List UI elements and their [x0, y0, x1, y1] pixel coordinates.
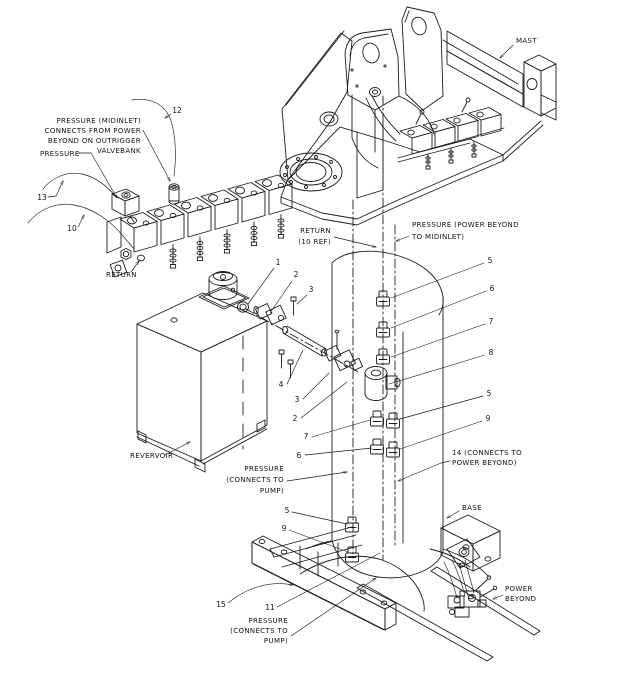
callout-8: 8	[489, 348, 494, 357]
label-power-beyond-2: BEYOND	[505, 595, 536, 603]
filler-cap	[198, 271, 250, 310]
callout-11: 11	[265, 603, 275, 612]
label-item14-1: 14 (CONNECTS TO	[452, 449, 522, 457]
callout-3b: 3	[295, 395, 300, 404]
mast-assembly	[279, 6, 557, 226]
label-pressure-pump-upper-2: (CONNECTS TO	[226, 476, 284, 484]
hose-13	[42, 172, 117, 198]
outrigger-beam-rear	[430, 566, 541, 636]
mast-return-port	[365, 87, 401, 142]
callout-4: 4	[279, 380, 284, 389]
label-return-ref-2: (10 REF)	[298, 238, 331, 246]
callout-1: 1	[276, 258, 281, 267]
label-base: BASE	[462, 504, 482, 512]
tank-port-ring	[237, 301, 249, 313]
fitting-stack	[345, 290, 401, 563]
label-pressure-pump-upper-3: PUMP)	[260, 487, 284, 495]
label-pressure-pump-lower-2: (CONNECTS TO	[230, 627, 288, 635]
label-valvebank-return: RETURN	[106, 271, 137, 279]
mast-side-plate	[281, 30, 353, 181]
callout-5c: 5	[285, 506, 290, 515]
callout-9b: 9	[282, 524, 287, 533]
label-pressure-pump-lower-3: PUMP)	[264, 637, 288, 645]
mast-gussets	[351, 94, 384, 199]
label-pressure-pb-1: PRESSURE (POWER BEYOND	[412, 221, 519, 229]
callout-9a: 9	[486, 414, 491, 423]
mast-base-plate	[280, 120, 544, 226]
base-right-block	[440, 514, 501, 572]
label-pressure-midinlet-3: BEYOND ON OUTRIGGER	[48, 137, 141, 145]
callout-7a: 7	[489, 317, 494, 326]
callout-6b: 6	[297, 451, 302, 460]
leader-lines	[47, 44, 514, 637]
label-item14-2: POWER BEYOND)	[452, 459, 517, 467]
main-valvebank	[106, 174, 293, 278]
callout-5b: 5	[487, 389, 492, 398]
callout-numbers: 1 2 3 4 3 2 7 6 5 6 7 8 5 9 5 9 10 11 12…	[37, 106, 494, 612]
callout-3: 3	[309, 285, 314, 294]
base-weldment	[251, 514, 541, 662]
hose-12	[131, 99, 176, 177]
callout-12: 12	[172, 106, 182, 115]
slew-flange	[279, 152, 343, 192]
label-pressure-pump-upper-1: PRESSURE	[244, 465, 284, 473]
cylinder-body	[331, 250, 444, 579]
callout-7b: 7	[304, 432, 309, 441]
callout-6a: 6	[490, 284, 495, 293]
mast-beam	[442, 30, 524, 108]
text-labels: MAST PRESSURE (MIDINLET) CONNECTS FROM P…	[40, 37, 537, 645]
outrigger-pocket	[523, 54, 557, 121]
label-pressure: PRESSURE	[40, 150, 80, 158]
power-beyond-valve	[447, 575, 498, 618]
mast-lift-ears	[344, 6, 444, 135]
centerlines	[245, 95, 396, 561]
label-pressure-pump-lower-1: PRESSURE	[248, 617, 288, 625]
callout-15: 15	[216, 600, 226, 609]
mast-valvebank	[397, 97, 505, 170]
label-power-beyond-1: POWER	[505, 585, 533, 593]
callout-13: 13	[37, 193, 47, 202]
label-reservoir: REVERVOIR	[130, 452, 173, 460]
callout-2: 2	[294, 270, 299, 279]
midinlet-fitting	[168, 183, 180, 205]
label-return-ref-1: RETURN	[300, 227, 331, 235]
base-front-bar	[251, 535, 397, 631]
callout-2b: 2	[293, 414, 298, 423]
hose-10	[27, 203, 135, 250]
mast-grommet	[319, 111, 339, 127]
suction-tube-assembly	[253, 296, 364, 379]
callout-10: 10	[67, 224, 77, 233]
label-pressure-midinlet-1: PRESSURE (MIDINLET)	[56, 117, 141, 125]
label-pressure-midinlet-4: VALVEBANK	[97, 147, 141, 155]
label-pressure-pb-2: TO MIDINLET)	[411, 233, 464, 241]
callout-5a: 5	[488, 256, 493, 265]
label-mast: MAST	[516, 37, 537, 45]
reservoir-tank	[136, 271, 268, 473]
label-pressure-midinlet-2: CONNECTS FROM POWER	[45, 127, 141, 135]
